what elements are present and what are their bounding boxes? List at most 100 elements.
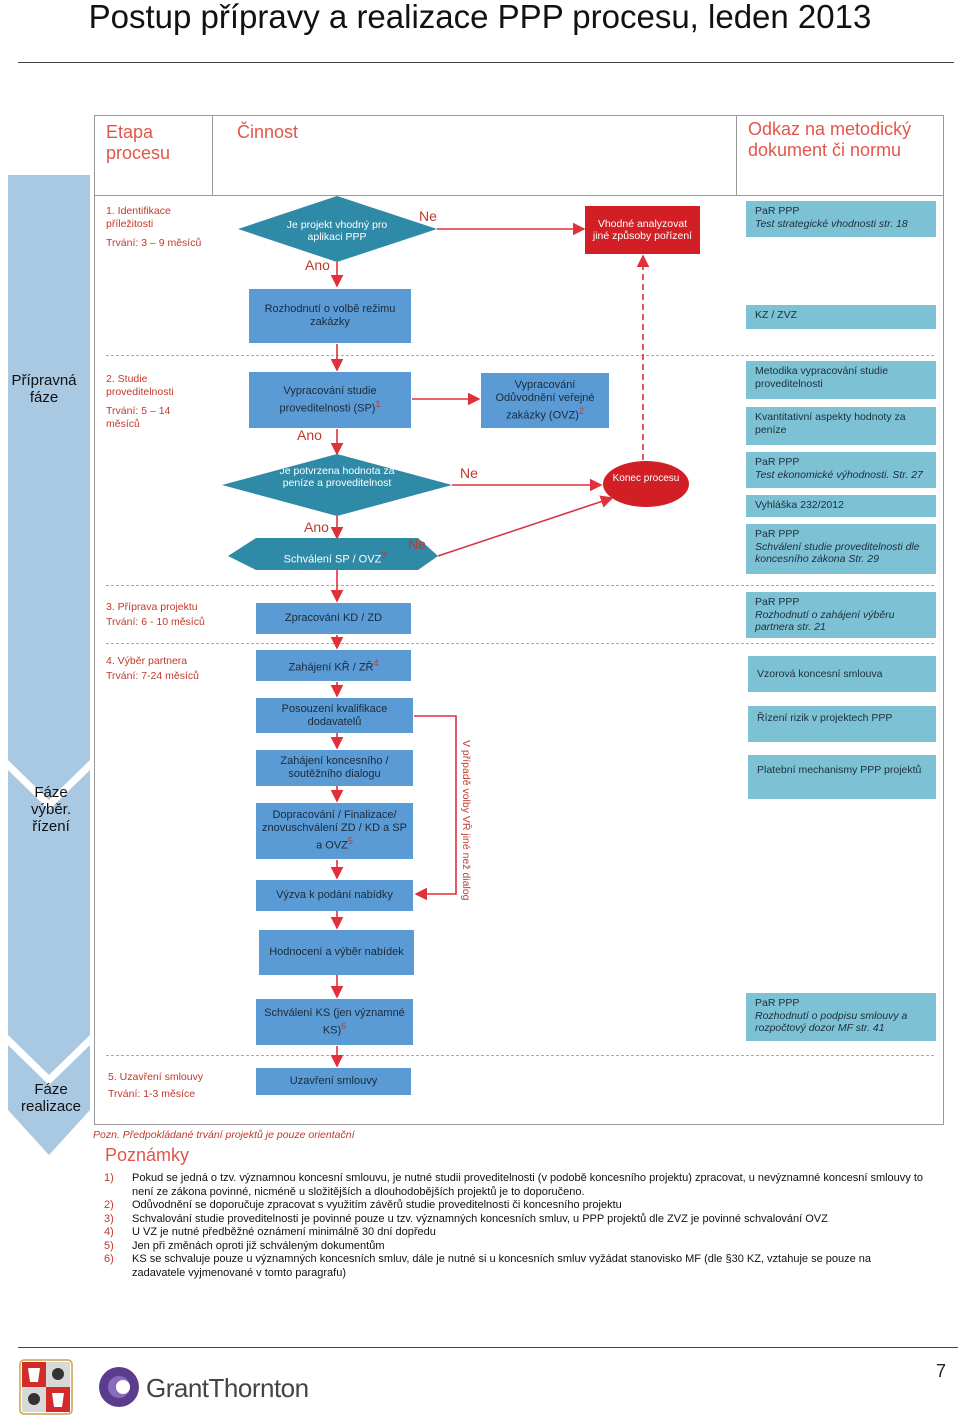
ref-box: Vyhláška 232/2012 (746, 495, 936, 517)
col-divider-1 (212, 115, 213, 195)
header-cinnost: Činnost (237, 122, 299, 142)
note-item: 2)Odůvodnění se doporučuje zpracovat s v… (104, 1199, 924, 1213)
note-item: 5)Jen při změnách oproti již schváleným … (104, 1240, 924, 1254)
analyze-alternatives-box: Vhodné analyzovat jiné způsoby pořízení (585, 206, 700, 254)
ref-sub: Rozhodnutí o zahájení výběru partnera st… (755, 608, 895, 634)
ref-title: Kvantitativní aspekty hodnoty za peníze (755, 411, 906, 436)
box-ovz-note-ref: 2 (578, 405, 584, 416)
note-text: Schvalování studie proveditelnosti je po… (132, 1212, 828, 1225)
ref-title: PaR PPP (755, 997, 800, 1009)
note-number: 1) (104, 1172, 114, 1184)
schvaleni-text: Schválení SP / OVZ3 (265, 550, 405, 566)
phase-chevron-realizace (8, 1045, 90, 1155)
stage-1: 1. Identifikace příležitosti Trvání: 3 –… (106, 205, 206, 250)
box-uzavreni: Uzavření smlouvy (256, 1068, 411, 1095)
stage-4-name: 4. Výběr partnera (106, 655, 188, 667)
box-studie-label: Vypracování studie proveditelnosti (SP) (279, 384, 377, 415)
stage-separator (106, 643, 934, 644)
stage-2-duration: Trvání: 5 – 14 měsíců (106, 405, 171, 430)
box-dopracovani-label: Dopracování / Finalizace/ znovuschválení… (262, 809, 407, 852)
box-dopracovani: Dopracování / Finalizace/ znovuschválení… (256, 803, 413, 859)
end-process-text: Konec procesu (612, 473, 680, 484)
box-ovz: Vypracování Odůvodnění veřejné zakázky (… (481, 373, 609, 428)
box-zahajeni-note-ref: 4 (373, 657, 379, 668)
stage-4-duration: Trvání: 7-24 měsíců (106, 669, 199, 682)
ref-title: PaR PPP (755, 528, 800, 540)
page-number: 7 (936, 1361, 947, 1381)
box-schvaleni-ks-label: Schválení KS (jen významné KS) (264, 1006, 405, 1037)
ref-sub: Test ekonomické výhodnosti. Str. 27 (755, 468, 923, 481)
header-divider (94, 195, 944, 196)
side-label-jine-vr: V případě volby VŘ jiné než dialog (460, 740, 472, 901)
stage-5-name: 5. Uzavření smlouvy (108, 1071, 204, 1083)
schvaleni-note-ref: 3 (381, 550, 387, 560)
ref-box: Řízení rizik v projektech PPP (748, 706, 936, 742)
grant-thornton-logo-text: GrantThornton (146, 1373, 309, 1403)
box-kvalifikace: Posouzení kvalifikace dodavatelů (256, 698, 413, 733)
header-etapa: Etapa procesu (106, 122, 171, 163)
note-item: 6) KS se schvaluje pouze u významných kon… (104, 1253, 924, 1280)
note-item: 1)Pokud se jedná o tzv. významnou konces… (104, 1172, 924, 1199)
decision-diamond-hodnota (222, 454, 452, 516)
col-divider-2 (736, 115, 737, 195)
schvaleni-label: Schválení SP / OVZ (283, 553, 382, 566)
ref-title: Platební mechanismy PPP projektů (757, 764, 922, 776)
box-ovz-label: Vypracování Odůvodnění veřejné zakázky (… (495, 378, 595, 422)
ref-title: PaR PPP (755, 596, 800, 608)
ref-title: PaR PPP (755, 205, 800, 217)
ref-title: PaR PPP (755, 456, 800, 468)
label-ano-2: Ano (297, 427, 322, 443)
ref-sub: Schválení studie proveditelnosti dle kon… (755, 540, 920, 566)
label-ano-3: Ano (304, 519, 329, 535)
decision-diamond-vhodnost (238, 196, 437, 262)
ref-title: Řízení rizik v projektech PPP (757, 712, 893, 724)
note-text: Jen při změnách oproti již schváleným do… (132, 1239, 385, 1252)
box-studie: Vypracování studie proveditelnosti (SP)1 (249, 372, 411, 428)
stage-separator (106, 585, 934, 586)
ref-box: Platební mechanismy PPP projektů (748, 755, 936, 799)
phase-chevron-vyber (8, 770, 90, 1075)
stage-2-name: 2. Studie proveditelnosti (106, 373, 174, 398)
ref-sub: Rozhodnutí o podpisu smlouvy a rozpočtov… (755, 1009, 908, 1035)
decision-vhodnost-text: Je projekt vhodný pro aplikaci PPP (286, 219, 388, 243)
phase-chevron-pripravna (8, 175, 90, 800)
note-text: KS se schvaluje pouze u významných konce… (132, 1253, 872, 1279)
title-divider (18, 62, 954, 63)
note-number: 2) (104, 1199, 114, 1211)
stage-separator (106, 1055, 934, 1056)
ref-title: Vzorová koncesní smlouva (757, 667, 883, 680)
box-dialog: Zahájení koncesního / soutěžního dialogu (256, 750, 413, 786)
stage-4: 4. Výběr partnera Trvání: 7-24 měsíců (106, 655, 216, 682)
czech-coat-of-arms-icon (19, 1359, 73, 1415)
footer-divider (18, 1347, 958, 1348)
phase-chevrons (8, 175, 90, 1155)
box-dopracovani-note-ref: 5 (347, 836, 353, 847)
box-rezim: Rozhodnutí o volbě režimu zakázky (249, 289, 411, 343)
stage-5-duration: Trvání: 1-3 měsíce (108, 1087, 196, 1100)
note-number: 6) (104, 1253, 114, 1265)
label-ne-2: Ne (460, 465, 478, 481)
note-number: 3) (104, 1212, 114, 1225)
stage-separator (106, 355, 934, 356)
label-ne-3: Ne (408, 536, 426, 552)
box-studie-note-ref: 1 (375, 398, 381, 409)
ref-title: Vyhláška 232/2012 (755, 499, 844, 511)
end-process-ellipse (603, 461, 689, 507)
notes-list: 1)Pokud se jedná o tzv. významnou konces… (104, 1172, 924, 1280)
note-item: 3) Schvalování studie proveditelnosti je … (104, 1213, 924, 1227)
stage-1-duration: Trvání: 3 – 9 měsíců (106, 237, 202, 249)
grant-thornton-logo-icon (99, 1367, 139, 1407)
ref-box: KZ / ZVZ (746, 305, 936, 329)
box-schvaleni-ks-note-ref: 6 (341, 1020, 347, 1031)
box-zahajeni: Zahájení KŘ / ZŘ4 (256, 650, 411, 681)
stage-3-name: 3. Příprava projektu (106, 601, 198, 613)
ref-box: Kvantitativní aspekty hodnoty za peníze (746, 407, 936, 445)
header-odkaz: Odkaz na metodický dokument či normu (748, 119, 912, 160)
page-title: Postup přípravy a realizace PPP procesu,… (88, 0, 872, 35)
stage-1-name: 1. Identifikace příležitosti (106, 205, 171, 230)
duration-remark: Pozn. Předpokládané trvání projektů je p… (93, 1129, 355, 1141)
